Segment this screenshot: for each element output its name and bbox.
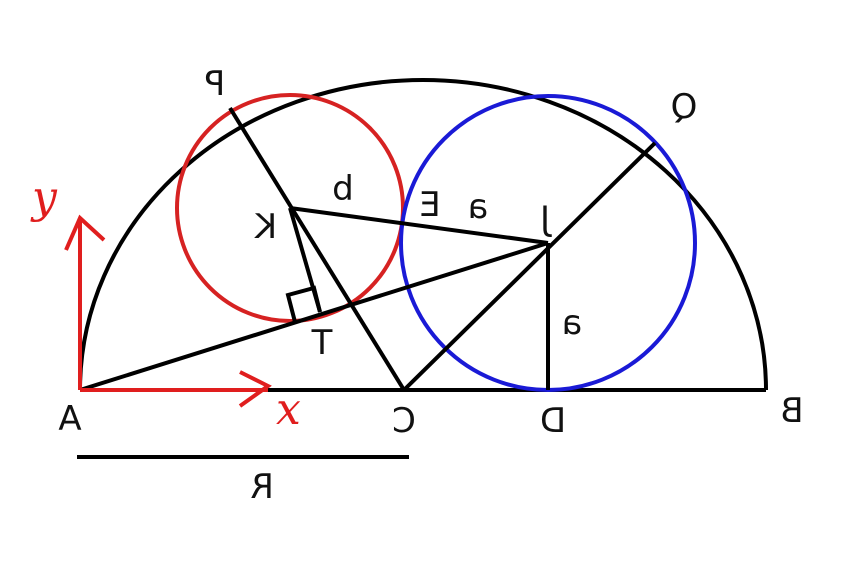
label-T: T <box>311 323 333 363</box>
segment-PC <box>228 106 406 392</box>
label-A: A <box>58 399 81 439</box>
segment-AJ <box>79 241 549 392</box>
right-angle-marker <box>285 285 322 323</box>
axes: y x <box>30 172 301 435</box>
semicircle-arc <box>78 78 768 391</box>
x-axis-arrow <box>238 370 272 408</box>
label-P: P <box>205 64 226 104</box>
label-R: R <box>250 467 274 507</box>
label-J: J <box>540 199 552 239</box>
label-C: C <box>392 401 416 441</box>
x-axis-label: x <box>276 384 301 435</box>
y-axis-arrow <box>64 214 106 251</box>
label-a-JE: a <box>468 187 489 227</box>
segment-KJ <box>289 206 549 245</box>
label-D: D <box>540 401 566 441</box>
label-B: B <box>780 391 803 431</box>
red-circle-K <box>175 93 405 323</box>
label-Q: Q <box>671 87 698 127</box>
y-axis-label: y <box>30 172 58 223</box>
label-a-JD: a <box>562 303 583 343</box>
label-b: b <box>332 169 354 209</box>
label-E: E <box>419 185 440 225</box>
segment-CQ <box>402 141 657 392</box>
label-K: K <box>253 207 277 247</box>
